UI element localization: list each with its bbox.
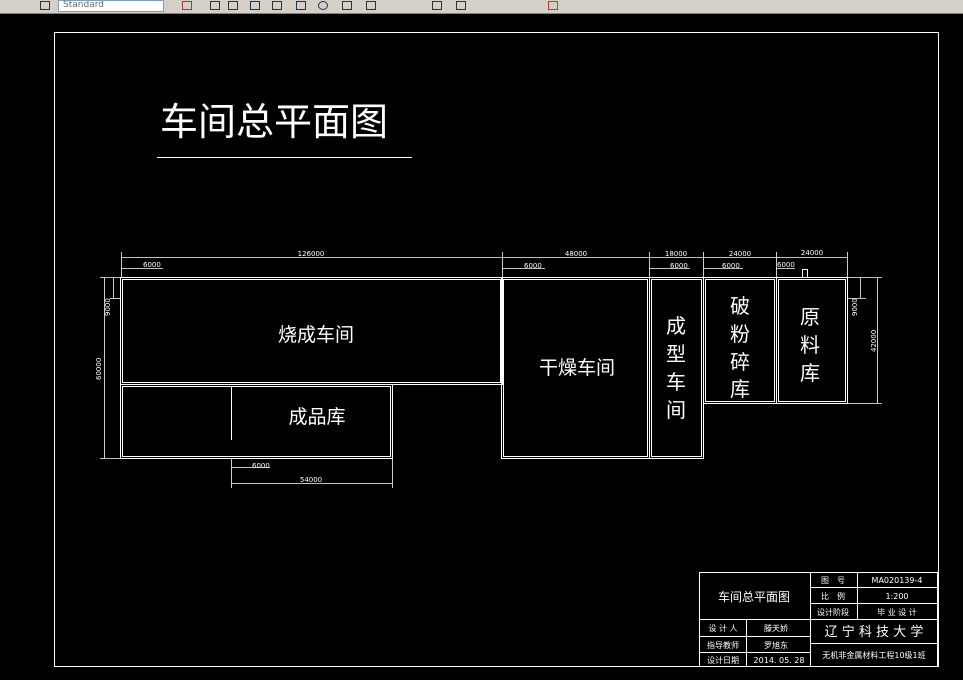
- svg-text:48000: 48000: [565, 250, 587, 258]
- tile-icon[interactable]: [272, 1, 282, 10]
- svg-text:24000: 24000: [729, 250, 751, 258]
- room-label-forming: 成 型 车 间: [666, 314, 686, 422]
- svg-text:设计日期: 设计日期: [707, 655, 739, 665]
- title-block-lines: [699, 572, 938, 667]
- tb-school: 辽 宁 科 技 大 学: [825, 624, 924, 640]
- svg-text:6000: 6000: [670, 262, 688, 270]
- svg-text:指导教师: 指导教师: [707, 640, 739, 650]
- pencil-icon[interactable]: [182, 1, 192, 10]
- svg-text:60000: 60000: [95, 358, 103, 380]
- tb-drawing-no: MA020139-4: [872, 576, 923, 585]
- tb-scale: 1:200: [885, 592, 908, 601]
- toolbar: Standard: [0, 0, 963, 14]
- pan-icon[interactable]: [296, 1, 306, 10]
- grid-icon[interactable]: [342, 1, 352, 10]
- svg-text:42000: 42000: [870, 330, 878, 352]
- svg-text:库: 库: [800, 361, 820, 385]
- drawing-frame: [54, 32, 939, 667]
- svg-text:粉: 粉: [730, 322, 750, 346]
- room-label-raw: 原 料 库: [800, 305, 820, 385]
- svg-text:型: 型: [666, 342, 686, 366]
- svg-text:罗旭东: 罗旭东: [764, 640, 788, 650]
- svg-text:54000: 54000: [300, 476, 322, 484]
- style-icon[interactable]: [40, 1, 50, 10]
- room-label-crushing: 破 粉 碎 库: [730, 294, 750, 401]
- dimension-lines: [100, 252, 882, 488]
- room-label-finished: 成品库: [288, 406, 345, 428]
- svg-text:碎: 碎: [730, 350, 750, 374]
- svg-text:6000: 6000: [722, 262, 740, 270]
- svg-text:6000: 6000: [524, 262, 542, 270]
- wall-forming-room: [649, 277, 704, 459]
- dimension-icon[interactable]: [228, 1, 238, 10]
- tb-title: 车间总平面图: [718, 589, 790, 604]
- svg-text:9000: 9000: [851, 298, 859, 316]
- text-style-select[interactable]: Standard: [58, 0, 164, 12]
- svg-text:126000: 126000: [298, 250, 325, 258]
- svg-text:18000: 18000: [665, 250, 687, 258]
- svg-text:破: 破: [730, 294, 750, 318]
- svg-text:间: 间: [666, 398, 686, 422]
- layer-icon[interactable]: [250, 1, 260, 10]
- svg-text:9000: 9000: [104, 298, 112, 316]
- room-label-firing: 烧成车间: [278, 324, 354, 346]
- svg-text:料: 料: [800, 333, 820, 357]
- circle-icon[interactable]: [318, 1, 328, 10]
- wall-finished-store: [120, 384, 393, 459]
- svg-text:滕天娇: 滕天娇: [764, 623, 788, 633]
- svg-text:6000: 6000: [143, 261, 161, 269]
- svg-text:毕 业 设 计: 毕 业 设 计: [877, 607, 917, 617]
- svg-text:原: 原: [800, 305, 820, 329]
- building-walls: [120, 269, 848, 459]
- svg-text:车: 车: [666, 370, 686, 394]
- orbit-icon[interactable]: [210, 1, 220, 10]
- svg-text:库: 库: [730, 377, 750, 401]
- room-label-drying: 干燥车间: [539, 357, 615, 379]
- rect-icon[interactable]: [432, 1, 442, 10]
- drawing-title: 车间总平面图: [160, 100, 388, 144]
- svg-text:6000: 6000: [252, 462, 270, 470]
- color-icon[interactable]: [548, 1, 558, 10]
- svg-text:6000: 6000: [777, 261, 795, 269]
- dimension-labels: 126000 48000 18000 24000 24000 6000 6000…: [95, 249, 878, 484]
- svg-text:比 例: 比 例: [821, 591, 845, 601]
- svg-text:24000: 24000: [801, 249, 823, 257]
- wall-raw-store: [776, 277, 848, 404]
- svg-text:成: 成: [666, 314, 686, 338]
- svg-text:设 计 人: 设 计 人: [708, 623, 737, 633]
- svg-text:设计阶段: 设计阶段: [817, 607, 849, 617]
- rect2-icon[interactable]: [456, 1, 466, 10]
- svg-text:无机非金属材料工程10级1班: 无机非金属材料工程10级1班: [822, 650, 925, 660]
- measure-icon[interactable]: [366, 1, 376, 10]
- svg-text:2014. 05. 28: 2014. 05. 28: [754, 656, 805, 665]
- title-block: 车间总平面图 图 号 MA020139-4 比 例 1:200 设计阶段 毕 业…: [707, 576, 926, 665]
- svg-text:图 号: 图 号: [821, 576, 845, 585]
